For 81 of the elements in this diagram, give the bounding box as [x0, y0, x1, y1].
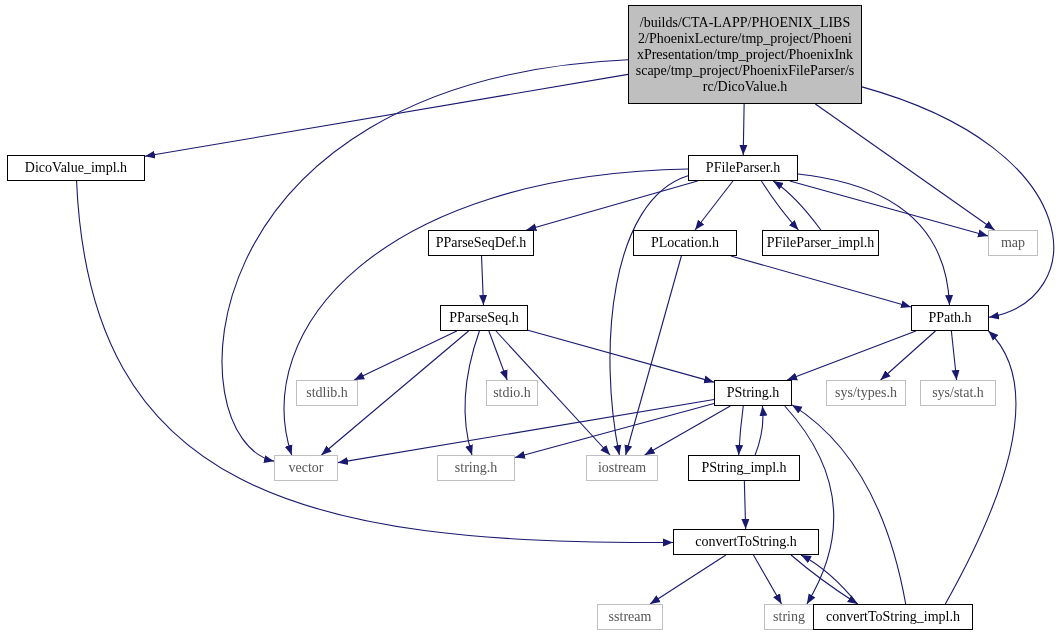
- header-file-box: [762, 230, 879, 256]
- file-name: PFileParser_impl.h: [766, 235, 875, 251]
- dependency-arrow: [735, 405, 744, 456]
- file-name: string.h: [454, 460, 498, 476]
- file-name: stdlib.h: [306, 385, 348, 401]
- header-file-box: [911, 305, 989, 331]
- file-name: vector: [288, 460, 324, 476]
- header-file-box: [688, 155, 798, 181]
- dependency-arrow: [950, 330, 960, 381]
- dependency-arrow: [730, 255, 912, 309]
- header-file-box: [673, 529, 819, 555]
- header-file-box: [440, 305, 528, 331]
- dependency-arrow: [861, 86, 1054, 319]
- file-name: PPath.h: [928, 310, 972, 326]
- dependency-arrow: [609, 175, 689, 456]
- system-header-box: [274, 455, 338, 481]
- file-name: iostream: [597, 460, 647, 476]
- dependency-arrow: [944, 330, 1017, 605]
- header-file-box: [813, 604, 973, 630]
- header-file-box: [714, 380, 792, 406]
- dependency-arrow: [741, 480, 750, 530]
- file-name: stdio.h: [493, 385, 531, 401]
- dependency-arrow: [320, 330, 470, 456]
- dependency-arrow: [754, 405, 768, 456]
- dependency-arrow: [514, 403, 715, 459]
- dependency-arrow: [144, 73, 629, 159]
- file-name: PString_impl.h: [701, 460, 787, 476]
- system-header-box: [296, 380, 358, 406]
- dependency-arrow: [221, 59, 629, 462]
- dependency-arrow: [797, 173, 953, 306]
- file-name: sys/stat.h: [932, 385, 984, 401]
- dependency-arrow: [784, 405, 835, 605]
- dependency-arrow: [791, 404, 907, 605]
- dependency-arrow: [880, 330, 936, 381]
- header-file-box: [688, 455, 800, 481]
- header-file-box: [7, 155, 145, 181]
- dependency-arrow: [488, 330, 508, 381]
- dependency-arrow: [495, 330, 611, 456]
- dependency-arrow: [814, 103, 996, 231]
- dependency-arrow: [337, 399, 715, 465]
- file-name: PParseSeqDef.h: [435, 235, 527, 251]
- dependency-arrow: [644, 405, 731, 456]
- dependency-arrow: [527, 329, 715, 384]
- dependency-arrow: [772, 180, 822, 231]
- system-header-box: [437, 455, 515, 481]
- dependency-arrow: [284, 168, 689, 456]
- system-header-box: [764, 604, 814, 630]
- file-name: map: [1000, 235, 1026, 251]
- file-path-box: [628, 5, 862, 104]
- dependency-arrow: [624, 255, 682, 456]
- file-name: sstream: [608, 609, 652, 625]
- dependency-arrow: [649, 554, 727, 605]
- file-name: sys/types.h: [835, 385, 897, 401]
- file-name: /builds/CTA-LAPP/PHOENIX_LIBS2/PhoenixLecture/tmp_project/PhoenixPresentation/tmp_project/PhoenixInkscape/tmp_project/PhoenixFileParser/src/DicoValue.h: [635, 14, 855, 95]
- dependency-arrow: [76, 180, 674, 547]
- dependency-arrow: [760, 180, 800, 231]
- dependency-arrow: [353, 330, 458, 381]
- dependency-arrow: [479, 255, 488, 306]
- file-name: DicoValue_impl.h: [24, 160, 128, 176]
- file-name: PLocation.h: [650, 235, 719, 251]
- file-name: string: [773, 609, 805, 625]
- dependency-arrow: [752, 554, 783, 605]
- header-file-box: [633, 230, 737, 256]
- system-header-box: [597, 604, 663, 630]
- file-name: PParseSeq.h: [449, 310, 519, 326]
- system-header-box: [586, 455, 658, 481]
- file-name: PFileParser.h: [705, 160, 781, 176]
- dependency-arrow: [786, 330, 917, 381]
- dependency-arrow: [694, 180, 734, 231]
- dependency-arrow: [525, 180, 699, 232]
- file-name: convertToString.h: [695, 534, 797, 550]
- system-header-box: [486, 380, 538, 406]
- file-name: PString.h: [726, 385, 780, 401]
- dependency-arrow: [464, 330, 480, 456]
- system-header-box: [920, 380, 996, 406]
- system-header-box: [988, 230, 1038, 256]
- dependency-arrow: [789, 180, 989, 238]
- dependency-arrow: [739, 103, 748, 156]
- header-file-box: [428, 230, 534, 256]
- file-name: convertToString_impl.h: [826, 609, 960, 625]
- system-header-box: [826, 380, 906, 406]
